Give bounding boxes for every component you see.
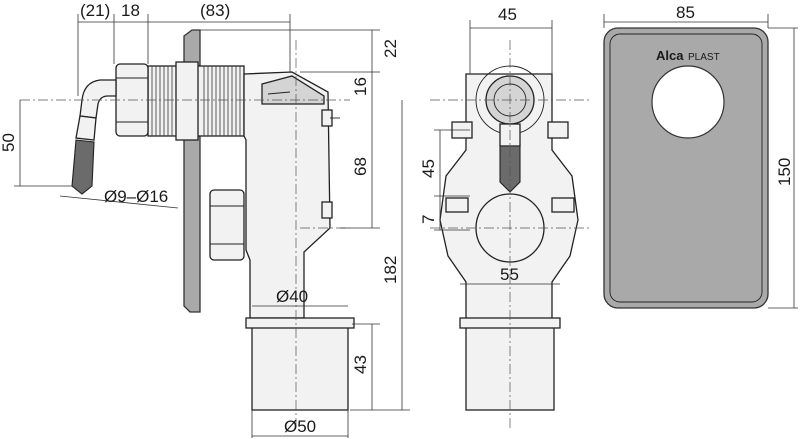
overflow-nut xyxy=(209,189,245,261)
dim-side-43: 43 xyxy=(351,355,370,374)
dim-front-45-left: 45 xyxy=(419,159,438,178)
cover-plate xyxy=(603,27,769,309)
logo-suffix: PLAST xyxy=(688,52,720,63)
siphon-body xyxy=(243,71,331,319)
dim-side-50: 50 xyxy=(0,133,18,152)
dim-outlet-50: Ø50 xyxy=(284,417,316,436)
dim-side-18: 18 xyxy=(121,1,140,20)
side-view: (21) 18 (83) 22 16 50 68 182 43 Ø9–Ø16 Ø… xyxy=(0,1,410,438)
cover-opening xyxy=(651,65,725,139)
dim-cover-150: 150 xyxy=(775,158,794,186)
dim-hose-range: Ø9–Ø16 xyxy=(104,187,168,206)
logo-brand: Alca xyxy=(656,48,684,63)
front-view: 45 45 7 55 xyxy=(419,5,590,430)
dim-side-21: (21) xyxy=(80,1,110,20)
dim-side-83: (83) xyxy=(200,1,230,20)
dim-cover-85: 85 xyxy=(676,3,695,22)
dim-front-45-top: 45 xyxy=(498,5,517,24)
hose-barb xyxy=(75,115,97,141)
hose-tip xyxy=(71,139,95,195)
hose-elbow xyxy=(79,79,117,119)
dim-outlet-40: Ø40 xyxy=(276,287,308,306)
outlet-pipe xyxy=(251,323,349,411)
body-cap xyxy=(261,75,325,105)
dim-side-16: 16 xyxy=(351,77,370,96)
dim-front-7-left: 7 xyxy=(419,215,438,224)
dim-side-68: 68 xyxy=(351,157,370,176)
dim-side-182: 182 xyxy=(381,256,400,284)
outlet-collar xyxy=(245,317,355,329)
dim-front-55: 55 xyxy=(500,265,519,284)
fixing-tab-right xyxy=(547,121,569,139)
cover-view: Alca PLAST 85 150 xyxy=(603,3,798,309)
dim-side-22: 22 xyxy=(381,39,400,58)
thread-lines xyxy=(151,66,241,136)
lock-nut xyxy=(175,61,199,141)
side-clip-bottom xyxy=(321,201,333,219)
